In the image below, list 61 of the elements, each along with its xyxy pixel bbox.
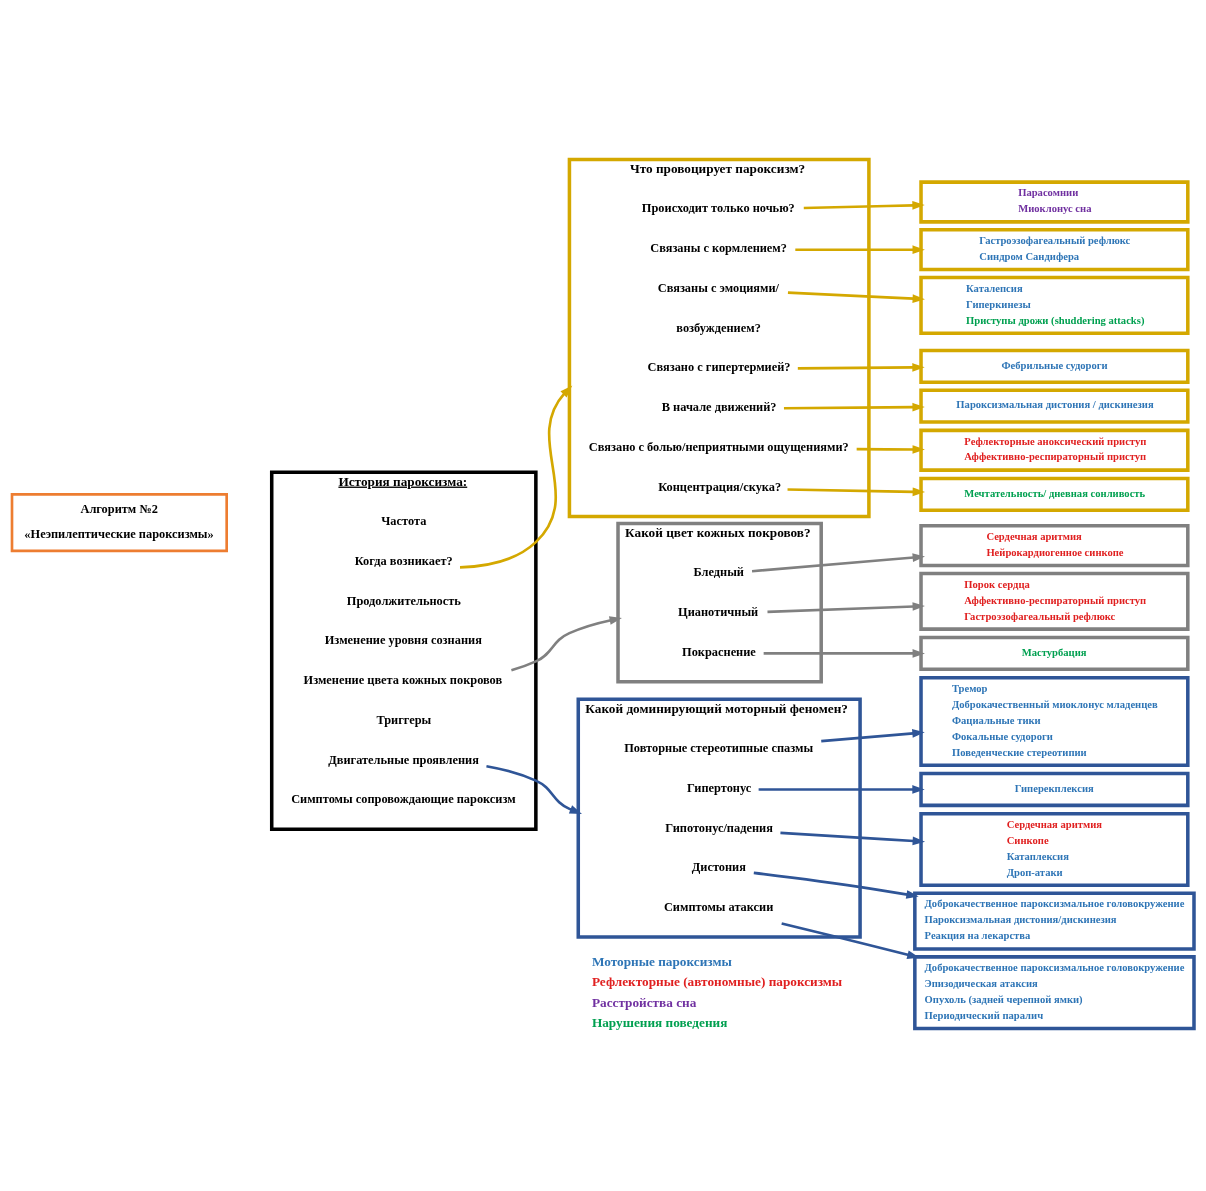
node-text: Симптомы атаксии bbox=[663, 899, 774, 914]
node-text: Продолжительность bbox=[346, 593, 461, 608]
node-text: В начале движений? bbox=[661, 399, 777, 414]
node-text: Связаны с эмоциями/ bbox=[657, 280, 780, 295]
node-text: Покраснение bbox=[682, 644, 756, 659]
arrow bbox=[795, 244, 925, 254]
arrow bbox=[767, 601, 925, 613]
node-text: Гипотонус/падения bbox=[665, 820, 773, 835]
arrow bbox=[783, 402, 925, 412]
node-box: Рефлекторные аноксический приступ Аффективно-респираторный приступ bbox=[919, 428, 1190, 472]
node-box: Каталепсия Гиперкинезы Приступы дрожи (shuddering attacks) bbox=[919, 275, 1190, 335]
node-box: Алгоритм №2 «Неэпилептические пароксизмы» bbox=[10, 492, 228, 552]
node-text: Происходит только ночью? bbox=[641, 200, 795, 215]
legend-label: Рефлекторные (автономные) пароксизмы bbox=[591, 973, 843, 989]
node-text: Повторные стереотипные спазмы bbox=[624, 740, 814, 755]
arrow bbox=[797, 362, 925, 372]
node-text: Изменение цвета кожных покровов bbox=[303, 672, 503, 687]
node-text: Цианотичный bbox=[678, 604, 759, 619]
node-box: Гастроэзофагеальный рефлюкс Синдром Сандифера bbox=[919, 227, 1190, 271]
arrow bbox=[763, 648, 925, 658]
node-text: Дистония bbox=[691, 859, 746, 874]
node-text: Симптомы сопровождающие пароксизм bbox=[291, 791, 516, 806]
node-text: Связано с болью/неприятными ощущениями? bbox=[588, 439, 849, 454]
node-text: Бледный bbox=[693, 564, 744, 579]
node-text: Частота bbox=[381, 513, 427, 528]
node-box: Фебрильные судороги bbox=[919, 348, 1190, 384]
node-box: Мастурбация bbox=[919, 635, 1190, 671]
arrow bbox=[751, 552, 925, 573]
node-text: Изменение уровня сознания bbox=[324, 632, 482, 647]
arrow bbox=[486, 764, 582, 814]
node-box: Сердечная аритмия Синкопе Катаплексия Дроп-атаки bbox=[919, 811, 1190, 887]
legend-label: Нарушения поведения bbox=[591, 1014, 728, 1030]
arrow bbox=[511, 615, 622, 672]
node-box: Гиперекплексия bbox=[919, 771, 1190, 807]
arrow bbox=[787, 486, 926, 496]
node-text: Двигательные проявления bbox=[328, 752, 479, 767]
legend-label: Расстройства сна bbox=[591, 994, 697, 1010]
node-text: Концентрация/скука? bbox=[658, 479, 782, 494]
node-box: Парасомнии Миоклонус сна bbox=[919, 179, 1190, 224]
node-text: Когда возникает? bbox=[354, 553, 453, 568]
node-text: Гипертонус bbox=[686, 780, 752, 795]
node-box: Доброкачественное пароксизмальное головокружение Эпизодическая атаксия Опухоль (задней черепной ямки) Периодический паралич bbox=[913, 954, 1196, 1030]
node-text: Связано с гипертермией? bbox=[647, 359, 791, 374]
node-box: Мечтательность/ дневная сонливость bbox=[919, 476, 1190, 512]
arrow bbox=[459, 385, 573, 569]
node-text: Связаны с кормлением? bbox=[650, 240, 787, 255]
arrow bbox=[780, 831, 925, 845]
node-box: Пароксизмальная дистония / дискинезия bbox=[919, 387, 1190, 424]
node-box: Доброкачественное пароксизмальное головокружение Пароксизмальная дистония/дискинезия Реакция на лекарства bbox=[913, 891, 1196, 951]
node-text: возбуждением? bbox=[676, 320, 761, 335]
arrow bbox=[803, 200, 925, 210]
arrow bbox=[787, 290, 925, 303]
node-box: Порок сердца Аффективно-респираторный приступ Гастроэзофагеальный рефлюкс bbox=[919, 571, 1190, 631]
arrow bbox=[753, 871, 919, 899]
node-box: Тремор Доброкачественный миоклонус младенцев Фациальные тики Фокальные судороги Поведенческие стереотипии bbox=[919, 675, 1190, 767]
node-text: Триггеры bbox=[376, 712, 432, 727]
arrow bbox=[758, 784, 925, 794]
legend-label: Моторные пароксизмы bbox=[591, 953, 732, 969]
node-box: Сердечная аритмия Нейрокардиогенное синкопе bbox=[919, 523, 1190, 567]
arrow bbox=[856, 444, 925, 454]
arrow bbox=[821, 728, 925, 742]
